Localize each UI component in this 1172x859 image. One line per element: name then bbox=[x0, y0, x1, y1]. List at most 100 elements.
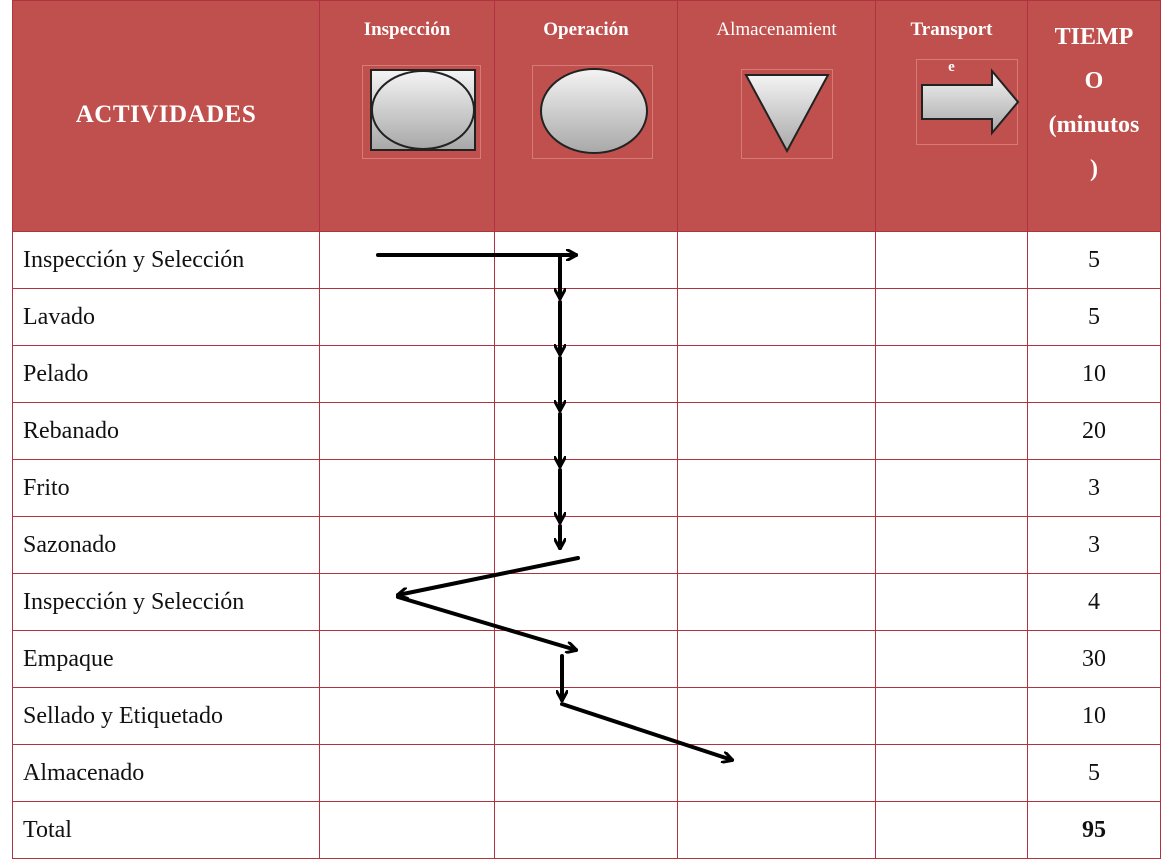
operation-cell bbox=[494, 402, 678, 460]
storage-header-label: Almacenamient bbox=[716, 19, 837, 40]
time-header-line-3: (minutos bbox=[1048, 112, 1140, 138]
inspection-guide-box bbox=[362, 65, 481, 159]
time-cell: 10 bbox=[1027, 687, 1161, 745]
inspection-cell bbox=[319, 516, 495, 574]
time-cell: 20 bbox=[1027, 402, 1161, 460]
operation-circle-icon bbox=[539, 67, 649, 155]
time-cell: 5 bbox=[1027, 288, 1161, 346]
table-row: Rebanado 20 bbox=[12, 402, 1161, 460]
activity-cell: Rebanado bbox=[12, 402, 320, 460]
transport-arrow-icon bbox=[920, 68, 1020, 136]
inspection-cell bbox=[319, 630, 495, 688]
transport-cell bbox=[875, 687, 1028, 745]
storage-cell bbox=[677, 744, 876, 802]
table-row: Pelado 10 bbox=[12, 345, 1161, 403]
operation-cell bbox=[494, 288, 678, 346]
inspection-cell bbox=[319, 345, 495, 403]
inspection-symbol-icon bbox=[370, 69, 476, 151]
storage-cell bbox=[677, 516, 876, 574]
transport-cell bbox=[875, 744, 1028, 802]
operation-cell bbox=[494, 345, 678, 403]
time-cell: 4 bbox=[1027, 573, 1161, 631]
activities-header: ACTIVIDADES bbox=[12, 0, 320, 232]
transport-cell bbox=[875, 231, 1028, 289]
storage-cell bbox=[677, 288, 876, 346]
time-header-line-4: ) bbox=[1090, 156, 1098, 182]
activities-header-label: ACTIVIDADES bbox=[75, 101, 257, 128]
storage-cell bbox=[677, 801, 876, 859]
storage-cell bbox=[677, 573, 876, 631]
time-cell: 30 bbox=[1027, 630, 1161, 688]
storage-cell bbox=[677, 459, 876, 517]
total-label: Total bbox=[12, 801, 320, 859]
storage-guide-box bbox=[741, 69, 833, 159]
time-cell: 3 bbox=[1027, 459, 1161, 517]
operation-cell bbox=[494, 231, 678, 289]
operation-cell bbox=[494, 573, 678, 631]
operation-header-label: Operación bbox=[543, 19, 629, 40]
transport-header: Transport e bbox=[875, 0, 1028, 232]
table-row: Sazonado 3 bbox=[12, 516, 1161, 574]
inspection-cell bbox=[319, 231, 495, 289]
transport-cell bbox=[875, 288, 1028, 346]
transport-cell bbox=[875, 345, 1028, 403]
transport-cell bbox=[875, 801, 1028, 859]
transport-header-label-cont: e bbox=[948, 59, 955, 75]
operation-cell bbox=[494, 459, 678, 517]
inspection-cell bbox=[319, 687, 495, 745]
storage-cell bbox=[677, 402, 876, 460]
time-header: TIEMP O (minutos ) bbox=[1027, 0, 1161, 232]
activity-cell: Frito bbox=[12, 459, 320, 517]
transport-cell bbox=[875, 516, 1028, 574]
inspection-header: Inspección bbox=[319, 0, 495, 232]
inspection-cell bbox=[319, 744, 495, 802]
activity-cell: Sellado y Etiquetado bbox=[12, 687, 320, 745]
activity-cell: Pelado bbox=[12, 345, 320, 403]
transport-cell bbox=[875, 402, 1028, 460]
activity-cell: Inspección y Selección bbox=[12, 231, 320, 289]
inspection-cell bbox=[319, 288, 495, 346]
operation-cell bbox=[494, 744, 678, 802]
process-table: ACTIVIDADES Inspección Operación bbox=[12, 0, 1161, 859]
activity-cell: Sazonado bbox=[12, 516, 320, 574]
time-cell: 5 bbox=[1027, 744, 1161, 802]
activity-cell: Empaque bbox=[12, 630, 320, 688]
time-header-line-1: TIEMP bbox=[1054, 24, 1134, 50]
table-row: Lavado 5 bbox=[12, 288, 1161, 346]
table-row: Inspección y Selección 4 bbox=[12, 573, 1161, 631]
table-row: Almacenado 5 bbox=[12, 744, 1161, 802]
activity-cell: Almacenado bbox=[12, 744, 320, 802]
storage-header: Almacenamient bbox=[677, 0, 876, 232]
header-row: ACTIVIDADES Inspección Operación bbox=[12, 0, 1161, 232]
operation-header: Operación bbox=[494, 0, 678, 232]
time-cell: 10 bbox=[1027, 345, 1161, 403]
time-header-line-2: O bbox=[1084, 68, 1104, 94]
inspection-header-label: Inspección bbox=[363, 19, 451, 40]
inspection-cell bbox=[319, 402, 495, 460]
total-time: 95 bbox=[1027, 801, 1161, 859]
table-row: Empaque 30 bbox=[12, 630, 1161, 688]
table-row: Inspección y Selección 5 bbox=[12, 231, 1161, 289]
transport-cell bbox=[875, 630, 1028, 688]
inspection-cell bbox=[319, 573, 495, 631]
operation-cell bbox=[494, 687, 678, 745]
storage-cell bbox=[677, 687, 876, 745]
transport-cell bbox=[875, 573, 1028, 631]
time-cell: 3 bbox=[1027, 516, 1161, 574]
time-cell: 5 bbox=[1027, 231, 1161, 289]
total-row: Total 95 bbox=[12, 801, 1161, 859]
activity-cell: Inspección y Selección bbox=[12, 573, 320, 631]
storage-cell bbox=[677, 345, 876, 403]
time-header-label: TIEMP O (minutos ) bbox=[1028, 15, 1160, 191]
storage-triangle-icon bbox=[744, 73, 830, 154]
table-row: Frito 3 bbox=[12, 459, 1161, 517]
inspection-cell bbox=[319, 459, 495, 517]
transport-cell bbox=[875, 459, 1028, 517]
transport-header-label: Transport bbox=[910, 19, 993, 40]
flow-process-chart: ACTIVIDADES Inspección Operación bbox=[12, 0, 1161, 859]
operation-cell bbox=[494, 516, 678, 574]
operation-cell bbox=[494, 630, 678, 688]
storage-cell bbox=[677, 630, 876, 688]
table-row: Sellado y Etiquetado 10 bbox=[12, 687, 1161, 745]
storage-cell bbox=[677, 231, 876, 289]
